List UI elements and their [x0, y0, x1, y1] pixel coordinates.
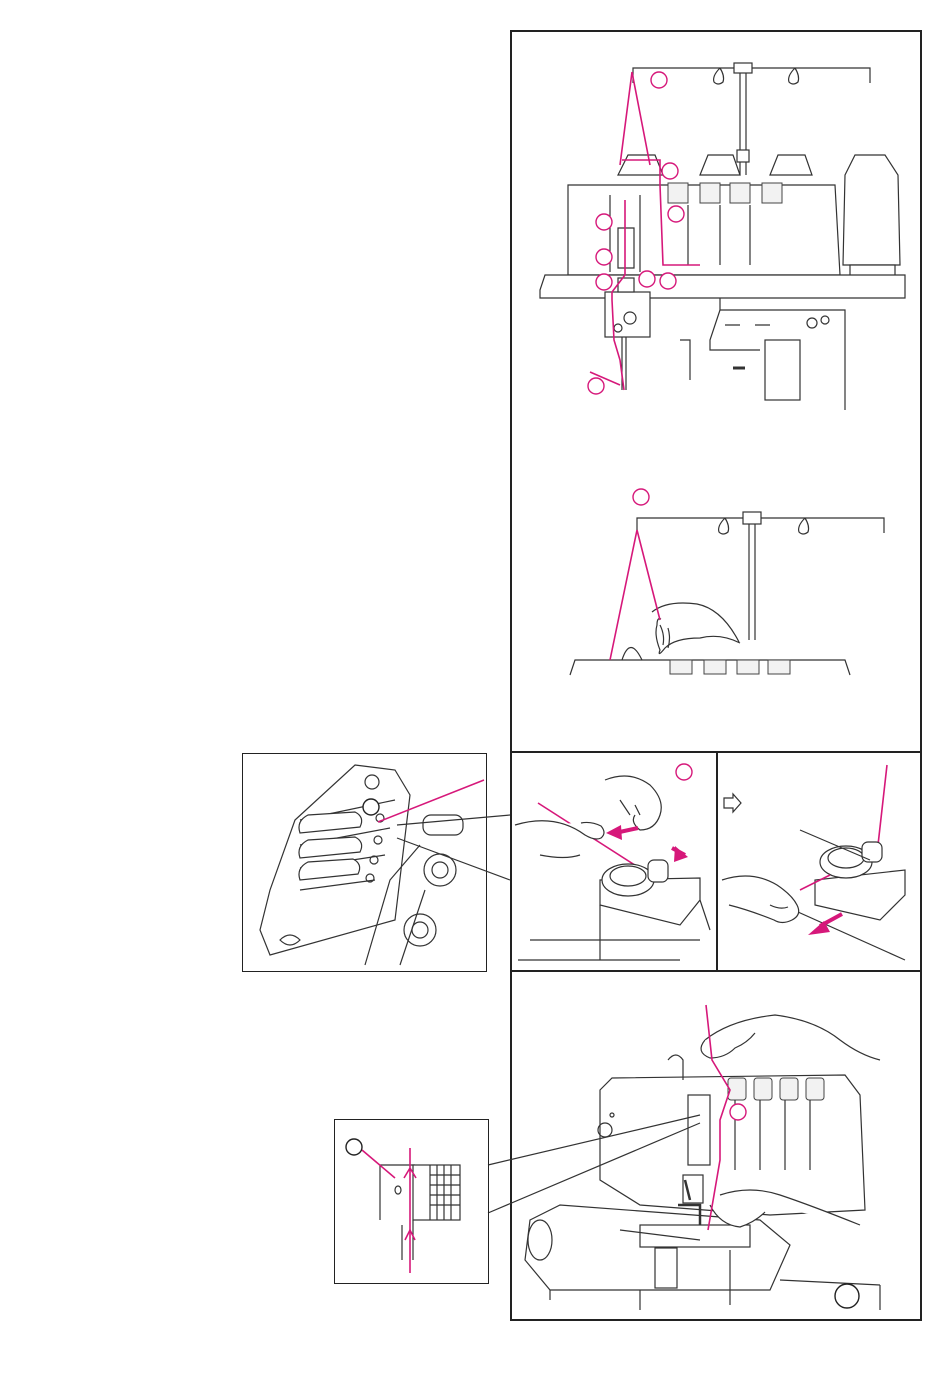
callout-circle [346, 1139, 362, 1155]
